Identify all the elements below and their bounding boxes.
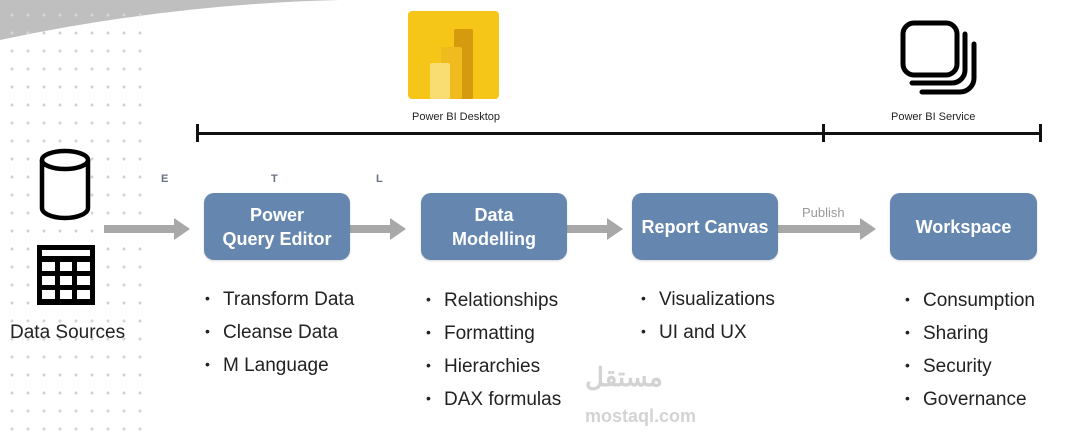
timeline-tick-start bbox=[196, 124, 199, 142]
bullet-item: Consumption bbox=[905, 287, 1035, 320]
timeline-tick-end bbox=[1039, 124, 1042, 142]
bullet-item: Hierarchies bbox=[426, 353, 561, 386]
watermark-latin: mostaql.com bbox=[585, 406, 697, 426]
data-sources-label: Data Sources bbox=[10, 322, 126, 343]
stage-title-line2: Query Editor bbox=[222, 228, 332, 249]
stacked-windows-icon bbox=[900, 20, 980, 100]
arrow-sources-to-query bbox=[104, 218, 190, 240]
bullet-item: UI and UX bbox=[641, 319, 775, 352]
bullet-item: Transform Data bbox=[205, 286, 354, 319]
bullet-item: Cleanse Data bbox=[205, 319, 354, 352]
etl-letter-e: E bbox=[161, 173, 169, 185]
stage-title-line1: Data bbox=[474, 204, 514, 225]
power-bi-desktop-logo bbox=[408, 11, 500, 101]
bullet-item: DAX formulas bbox=[426, 386, 561, 419]
bullet-item: Formatting bbox=[426, 320, 561, 353]
etl-letter-t: T bbox=[271, 173, 278, 185]
bullet-item: Governance bbox=[905, 386, 1035, 419]
arrow-modelling-to-report bbox=[567, 218, 623, 240]
stage-title-line1: Power bbox=[249, 204, 305, 225]
publish-label: Publish bbox=[802, 205, 845, 220]
workspace-bullets: Consumption Sharing Security Governance bbox=[905, 287, 1035, 419]
table-grid-icon bbox=[35, 243, 97, 312]
timeline-tick-mid bbox=[822, 124, 825, 142]
data-modelling-bullets: Relationships Formatting Hierarchies DAX… bbox=[426, 287, 561, 419]
database-cylinder-icon bbox=[38, 148, 92, 227]
bullet-item: Relationships bbox=[426, 287, 561, 320]
stage-title: Report Canvas bbox=[641, 216, 769, 237]
bullet-item: Sharing bbox=[905, 320, 1035, 353]
stage-title: Workspace bbox=[915, 216, 1012, 237]
arrow-query-to-modelling bbox=[350, 218, 406, 240]
report-canvas-bullets: Visualizations UI and UX bbox=[641, 286, 775, 352]
timeline-line bbox=[196, 132, 1042, 135]
bullet-item: Visualizations bbox=[641, 286, 775, 319]
arrow-report-to-workspace bbox=[778, 218, 876, 240]
power-bi-desktop-label: Power BI Desktop bbox=[412, 111, 501, 123]
bullet-item: M Language bbox=[205, 352, 354, 385]
stage-title-line2: Modelling bbox=[452, 228, 536, 249]
stage-report-canvas: Report Canvas bbox=[632, 193, 778, 260]
etl-letter-l: L bbox=[376, 173, 383, 185]
stage-workspace: Workspace bbox=[890, 193, 1037, 260]
power-bi-service-label: Power BI Service bbox=[891, 111, 976, 123]
bullet-item: Security bbox=[905, 353, 1035, 386]
power-query-bullets: Transform Data Cleanse Data M Language bbox=[205, 286, 354, 385]
watermark-arabic: مستقل bbox=[585, 362, 663, 392]
